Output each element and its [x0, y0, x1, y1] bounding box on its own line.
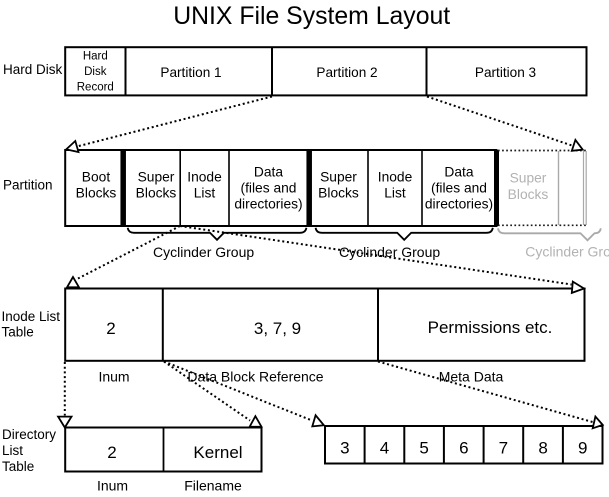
svg-text:(files and: (files and — [431, 180, 487, 195]
svg-text:Data: Data — [254, 164, 283, 179]
svg-text:Blocks: Blocks — [508, 187, 549, 202]
svg-text:8: 8 — [538, 439, 547, 458]
svg-text:List: List — [194, 185, 216, 200]
svg-text:2: 2 — [107, 443, 116, 462]
svg-text:9: 9 — [578, 439, 587, 458]
svg-text:List: List — [2, 443, 23, 458]
svg-text:Disk: Disk — [84, 66, 107, 78]
svg-text:3: 3 — [340, 439, 349, 458]
svg-text:directories): directories) — [234, 196, 302, 211]
svg-text:Record: Record — [77, 82, 114, 94]
svg-text:Cyclinder Group: Cyclinder Group — [339, 244, 440, 260]
svg-text:Super: Super — [138, 170, 175, 185]
svg-text:Partition 2: Partition 2 — [316, 65, 377, 80]
svg-text:Meta Data: Meta Data — [439, 369, 504, 385]
svg-text:Table: Table — [2, 459, 34, 474]
svg-text:5: 5 — [419, 439, 428, 458]
svg-text:Data: Data — [444, 164, 473, 179]
svg-text:Blocks: Blocks — [76, 185, 117, 200]
svg-text:Filename: Filename — [184, 478, 242, 494]
svg-text:Blocks: Blocks — [318, 185, 359, 200]
svg-text:Blocks: Blocks — [136, 185, 177, 200]
svg-text:Permissions etc.: Permissions etc. — [428, 318, 553, 337]
svg-text:Inum: Inum — [97, 478, 128, 494]
svg-text:Partition 1: Partition 1 — [160, 65, 221, 80]
svg-text:Kernel: Kernel — [193, 443, 242, 462]
svg-text:Boot: Boot — [82, 170, 111, 185]
svg-text:Cyclinder Group: Cyclinder Group — [525, 244, 609, 260]
svg-text:Hard: Hard — [83, 51, 108, 63]
svg-text:Inode: Inode — [187, 170, 222, 185]
svg-text:Partition 3: Partition 3 — [475, 65, 536, 80]
svg-text:Table: Table — [2, 325, 34, 340]
svg-text:6: 6 — [459, 439, 468, 458]
svg-text:2: 2 — [106, 319, 115, 338]
svg-text:Inum: Inum — [98, 369, 129, 385]
svg-text:Inode List: Inode List — [2, 309, 61, 324]
svg-text:(files and: (files and — [241, 180, 297, 195]
svg-text:4: 4 — [380, 439, 389, 458]
svg-text:Partition: Partition — [3, 178, 53, 193]
svg-text:Super: Super — [320, 170, 357, 185]
svg-text:Data Block Reference: Data Block Reference — [187, 369, 323, 385]
svg-text:Directory: Directory — [2, 427, 56, 442]
svg-text:Super: Super — [510, 171, 547, 186]
svg-text:UNIX File System Layout: UNIX File System Layout — [173, 3, 450, 30]
svg-text:7: 7 — [499, 439, 508, 458]
svg-text:Cyclinder Group: Cyclinder Group — [153, 244, 254, 260]
svg-text:Hard Disk: Hard Disk — [3, 62, 63, 77]
svg-text:List: List — [384, 185, 406, 200]
svg-text:Inode: Inode — [378, 170, 413, 185]
svg-text:directories): directories) — [425, 196, 493, 211]
svg-text:3, 7, 9: 3, 7, 9 — [254, 319, 301, 338]
